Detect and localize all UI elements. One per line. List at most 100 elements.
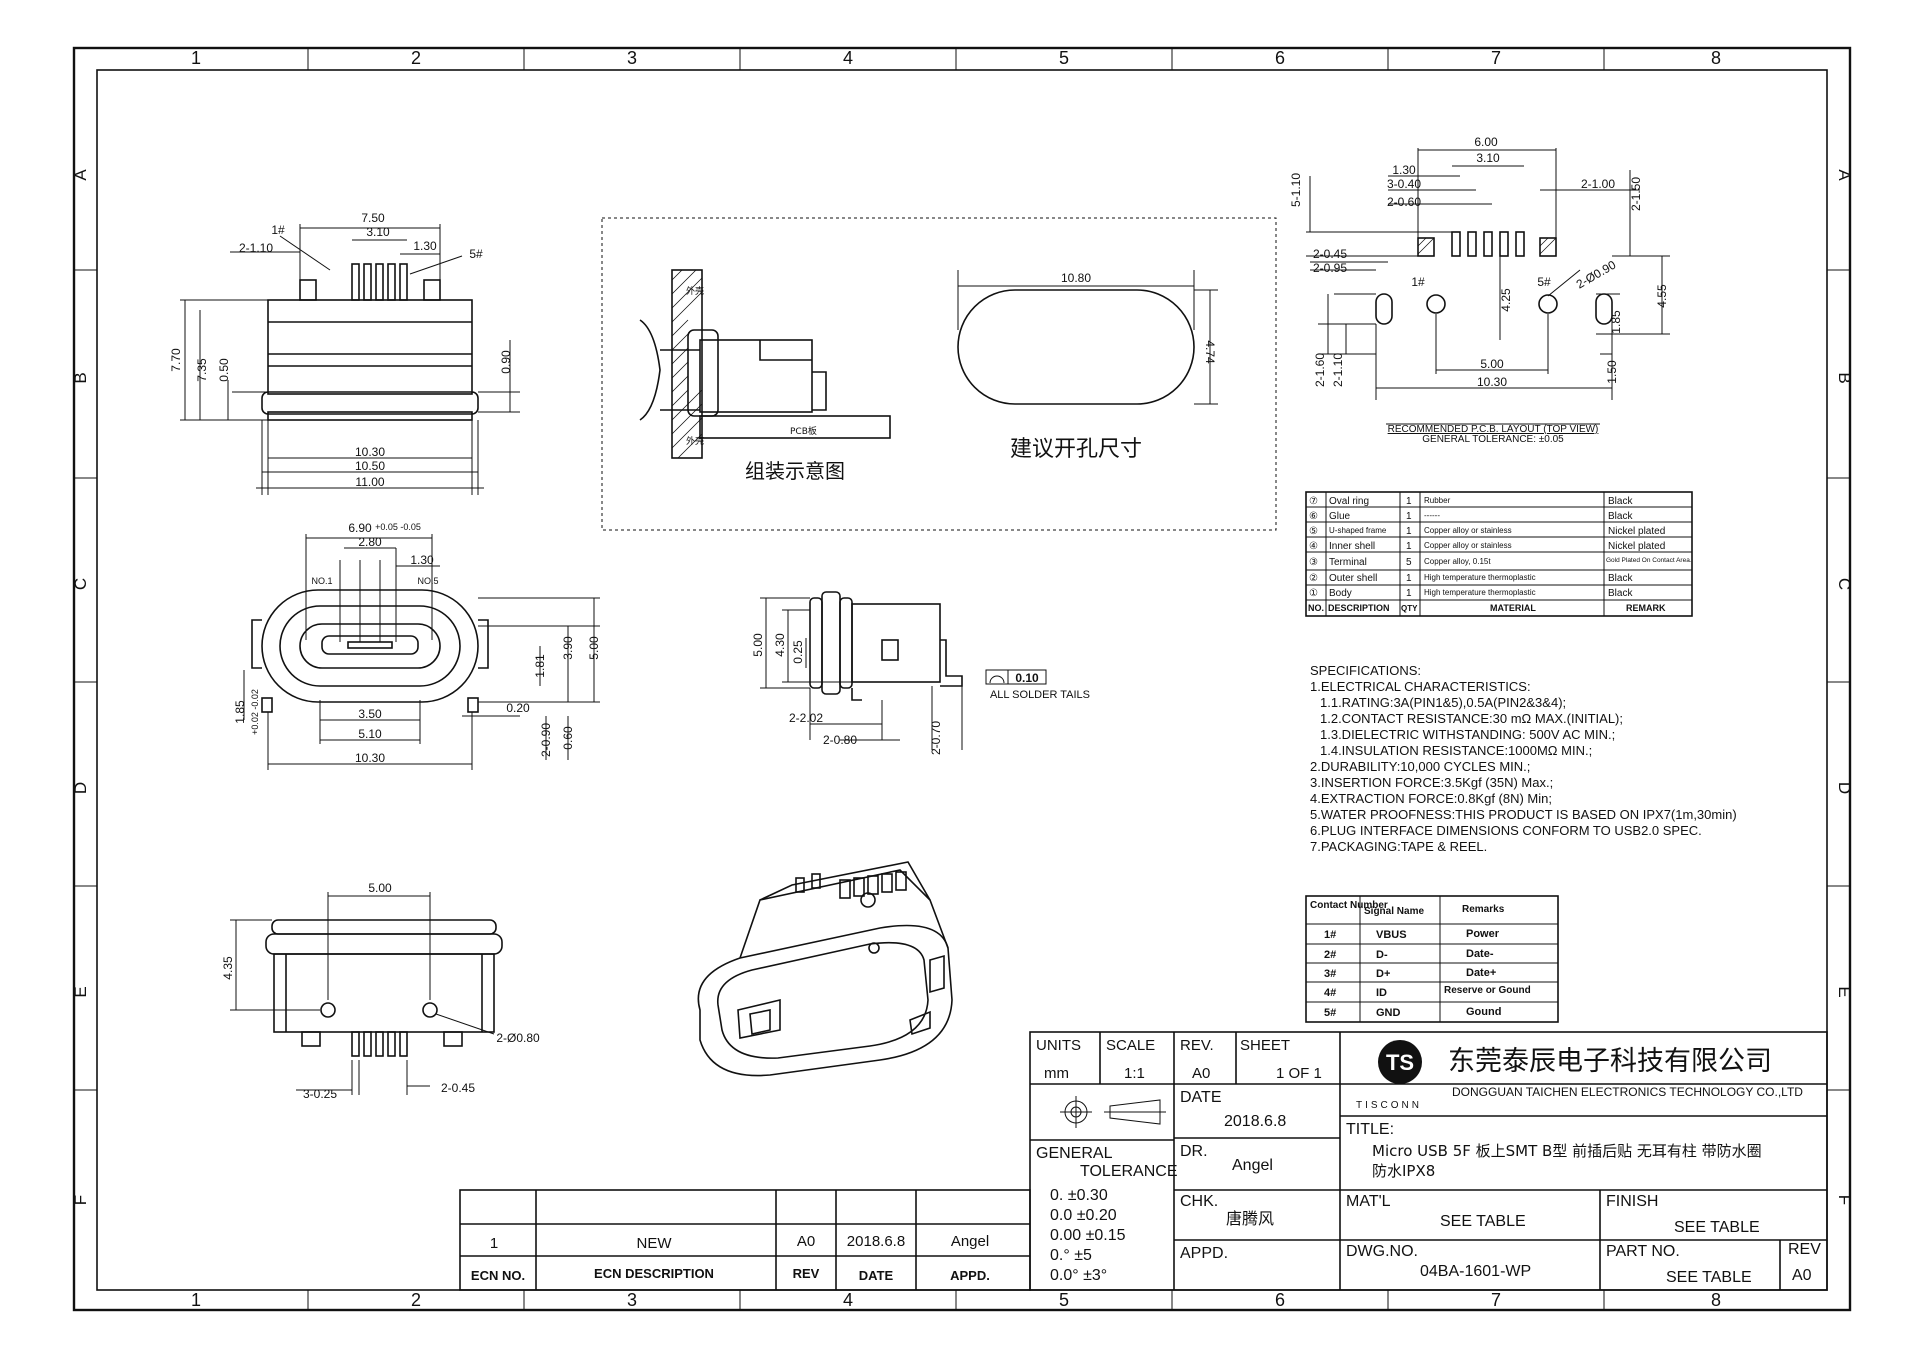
pin-label: 1# (271, 223, 285, 237)
checked-by: 唐腾风 (1226, 1209, 1274, 1228)
title-block: UNITS mm SCALE 1:1 REV. A0 SHEET 1 OF 1 … (1029, 1031, 1828, 1291)
dim-label: 10.50 (355, 459, 385, 473)
tol-row: 0.00 ±0.15 (1050, 1227, 1126, 1244)
pin-signal: ID (1376, 987, 1387, 999)
spec-line: 1.1.RATING:3A(PIN1&5),0.5A(PIN2&3&4); (1320, 695, 1566, 710)
pin-remark: Date+ (1466, 967, 1496, 979)
spec-line: 6.PLUG INTERFACE DIMENSIONS CONFORM TO U… (1310, 823, 1702, 838)
row-label: E (71, 986, 90, 997)
dim-label: 5.00 (368, 881, 392, 895)
ecn-appd: Angel (951, 1233, 989, 1250)
bom-no: ⑥ (1309, 511, 1318, 522)
dim-label: 2-Ø0.80 (496, 1031, 540, 1045)
row-label: D (71, 782, 90, 794)
bom-qty: 1 (1406, 573, 1412, 584)
specifications: SPECIFICATIONS: 1.ELECTRICAL CHARACTERIS… (1310, 663, 1737, 854)
pin-header: Remarks (1462, 904, 1505, 915)
pin-signal: D+ (1376, 968, 1390, 980)
pin-label: 1# (1411, 275, 1425, 289)
bom-material: Copper alloy or stainless (1424, 526, 1512, 535)
tol-row: 0.0 ±0.20 (1050, 1207, 1117, 1224)
dim-label: 1.85 (233, 700, 247, 724)
spec-line: 1.ELECTRICAL CHARACTERISTICS: (1310, 679, 1531, 694)
tol-row: 0.° ±5 (1050, 1247, 1092, 1264)
dim-label: 5.10 (358, 727, 382, 741)
side-view: 5.00 4.30 0.25 2-2.02 2-0.80 2-0.70 0.10… (751, 591, 1090, 755)
bom-desc: Oval ring (1329, 496, 1369, 507)
col-label: 5 (1059, 48, 1069, 68)
bom-header: QTY (1401, 604, 1418, 613)
top-view: 7.50 3.10 1.30 2-1.10 1# 5# 7.70 7.35 0.… (169, 211, 520, 495)
dim-label: 2-0.90 (539, 723, 553, 757)
ecn-header: APPD. (950, 1268, 990, 1283)
rev-value: A0 (1192, 1065, 1210, 1082)
bom-desc: Outer shell (1329, 573, 1377, 584)
bom-remark: Black (1608, 511, 1633, 522)
dim-label: 11.00 (355, 475, 384, 489)
bom-desc: Inner shell (1329, 541, 1375, 552)
bom-no: ① (1309, 588, 1318, 599)
pcb-caption: RECOMMENDED P.C.B. LAYOUT (TOP VIEW) (1388, 424, 1599, 435)
dim-label: 2-1.00 (1581, 177, 1615, 191)
date-value: 2018.6.8 (1224, 1113, 1286, 1130)
pcb-layout: 6.00 3.10 1.30 3-0.40 2-0.60 5-1.10 2-1.… (1289, 135, 1670, 445)
spec-line: 5.WATER PROOFNESS:THIS PRODUCT IS BASED … (1310, 807, 1737, 822)
ecn-header: DATE (859, 1268, 894, 1283)
partno-value: SEE TABLE (1666, 1269, 1752, 1286)
approved-label: APPD. (1180, 1245, 1228, 1262)
dim-label: 4.55 (1655, 284, 1669, 308)
dim-label: 2-0.95 (1313, 261, 1347, 275)
tol-label: GENERAL (1036, 1145, 1113, 1162)
dim-label: 1.30 (1392, 163, 1416, 177)
rev-label: REV. (1180, 1037, 1214, 1054)
bom-no: ② (1309, 573, 1318, 584)
bom-qty: 1 (1406, 511, 1412, 522)
pin-label: NO.1 (311, 576, 332, 586)
bom-material: Copper alloy or stainless (1424, 541, 1512, 550)
col-label: 8 (1711, 48, 1721, 68)
bom-no: ⑦ (1309, 496, 1318, 507)
dim-label: 2-1.10 (239, 241, 273, 255)
company-name-en: DONGGUAN TAICHEN ELECTRONICS TECHNOLOGY … (1452, 1085, 1803, 1099)
dim-label: 1.50 (1605, 360, 1619, 384)
dim-label: 6.90 (348, 521, 372, 535)
pin-label: 5# (1537, 275, 1551, 289)
dim-label: 1.85 (1609, 310, 1623, 334)
dim-label: 5.00 (751, 633, 765, 657)
dim-label: 1.81 (533, 654, 547, 678)
col-label: 6 (1275, 48, 1285, 68)
assembly-caption: 组装示意图 (745, 459, 845, 483)
flatness-value: 0.10 (1015, 671, 1039, 685)
dim-label: 4.25 (1499, 288, 1513, 312)
checked-label: CHK. (1180, 1193, 1218, 1210)
ecn-header: ECN NO. (471, 1268, 525, 1283)
title-line: Micro USB 5F 板上SMT B型 前插后贴 无耳有柱 带防水圈 (1372, 1142, 1762, 1160)
dim-label: 10.80 (1061, 271, 1091, 285)
ecn-desc: NEW (637, 1235, 673, 1252)
sheet-value: 1 OF 1 (1276, 1065, 1322, 1082)
col-label: 8 (1711, 1290, 1721, 1310)
col-label: 4 (843, 48, 853, 68)
finish-value: SEE TABLE (1674, 1219, 1760, 1236)
dim-label: 4.30 (773, 633, 787, 657)
projection-symbol (1060, 1096, 1166, 1128)
dim-label: 7.35 (195, 358, 209, 382)
col-label: 2 (411, 48, 421, 68)
ecn-rev: A0 (797, 1233, 815, 1250)
bom-desc: Terminal (1329, 557, 1367, 568)
row-label: E (1835, 986, 1854, 997)
col-label: 5 (1059, 1290, 1069, 1310)
title-label: TITLE: (1346, 1121, 1394, 1138)
dim-label: 2-0.80 (823, 733, 857, 747)
tol-label: TOLERANCE (1080, 1163, 1178, 1180)
ecn-block: 1 NEW A0 2018.6.8 Angel ECN NO. ECN DESC… (459, 1189, 1031, 1291)
bom-remark: Gold Plated On Contact Area. (1606, 557, 1692, 564)
title-line: 防水IPX8 (1372, 1162, 1435, 1180)
spec-title: SPECIFICATIONS: (1310, 663, 1421, 678)
bom-no: ⑤ (1309, 526, 1318, 537)
col-label: 6 (1275, 1290, 1285, 1310)
bom-qty: 1 (1406, 541, 1412, 552)
company-logo: TS TISCONN (1356, 1040, 1422, 1111)
dim-label: 0.20 (506, 701, 530, 715)
tol-row: 0. ±0.30 (1050, 1187, 1108, 1204)
